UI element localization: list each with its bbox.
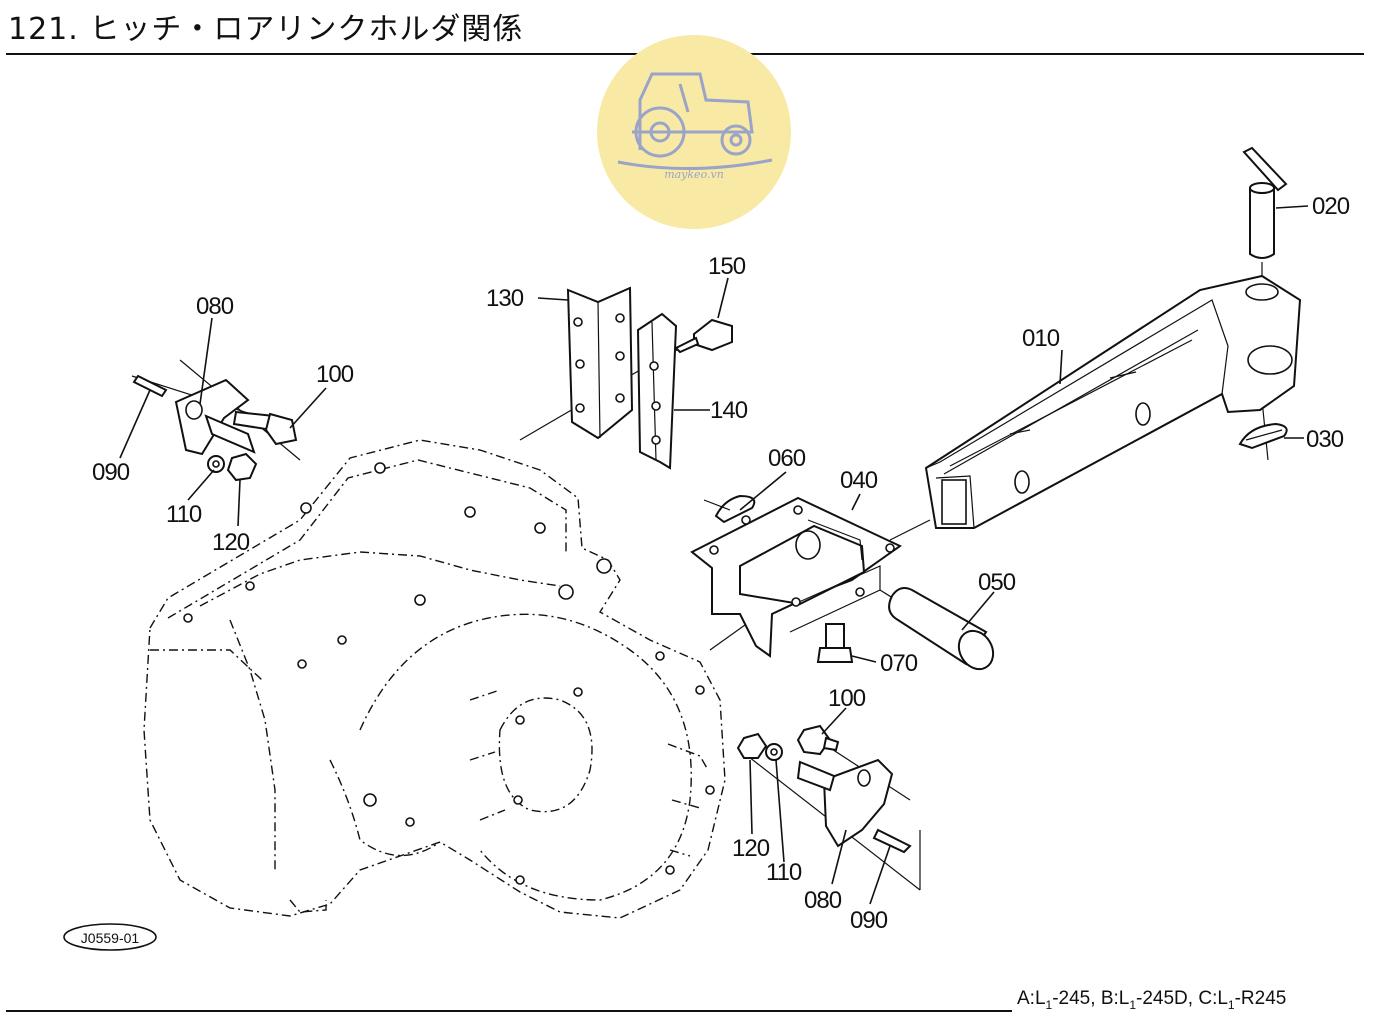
callout-110-left: 110 <box>166 501 202 528</box>
part-030-clip <box>1238 422 1288 450</box>
callout-120-right: 120 <box>732 835 770 862</box>
callout-050: 050 <box>978 569 1016 596</box>
model-b-prefix: B:L <box>1100 988 1130 1009</box>
footer-divider <box>6 1010 1012 1012</box>
callout-140: 140 <box>710 397 748 424</box>
diagram-code: J0559-01 <box>81 930 140 946</box>
callout-110-right: 110 <box>766 859 802 886</box>
left-holder-assembly <box>132 374 298 482</box>
part-020-pin <box>1242 146 1288 259</box>
callout-leaders <box>119 205 1309 905</box>
model-a-suffix: -245, <box>1052 988 1096 1009</box>
callout-150: 150 <box>708 253 746 280</box>
callout-100-left: 100 <box>316 361 354 388</box>
model-c-sub: 1 <box>1227 997 1235 1012</box>
callout-030: 030 <box>1306 426 1344 453</box>
callout-070: 070 <box>880 650 918 677</box>
model-applicability: A:L1-245, B:L1-245D, C:L1-R245 <box>1017 988 1286 1012</box>
callout-080-left: 080 <box>196 293 234 320</box>
callout-090-right: 090 <box>850 907 888 934</box>
part-010-lower-link <box>924 274 1302 529</box>
part-040-hitch-bracket <box>690 496 902 658</box>
callout-040: 040 <box>840 467 878 494</box>
model-b-suffix: -245D, <box>1136 988 1194 1009</box>
model-a-prefix: A:L <box>1017 988 1046 1009</box>
model-c-suffix: -R245 <box>1234 988 1287 1009</box>
part-130-plate <box>566 286 634 440</box>
page-title: 121. ヒッチ・ロアリンクホルダ関係 <box>8 12 524 47</box>
part-050-pin <box>888 587 995 671</box>
transmission-housing <box>143 439 726 919</box>
callout-010: 010 <box>1022 325 1060 352</box>
callout-060: 060 <box>768 445 806 472</box>
callout-020: 020 <box>1312 193 1350 220</box>
model-a-sub: 1 <box>1045 997 1053 1012</box>
model-b-sub: 1 <box>1129 997 1137 1012</box>
right-holder-assembly <box>736 724 912 854</box>
part-070-bolt <box>816 623 854 663</box>
callout-090-left: 090 <box>92 459 130 486</box>
callout-080-right: 080 <box>804 887 842 914</box>
tractor-icon <box>617 72 773 171</box>
watermark-logo: maykeo.vn <box>597 35 791 229</box>
part-140-plate <box>636 312 678 470</box>
diagram-code-badge: J0559-01 <box>63 923 157 951</box>
model-c-prefix: C:L <box>1198 988 1228 1009</box>
callout-100-right: 100 <box>828 685 866 712</box>
watermark-text: maykeo.vn <box>664 168 724 181</box>
callout-130: 130 <box>486 285 524 312</box>
part-150-bolt <box>674 318 733 354</box>
callout-120-left: 120 <box>212 529 250 556</box>
part-060-clip <box>703 494 756 524</box>
